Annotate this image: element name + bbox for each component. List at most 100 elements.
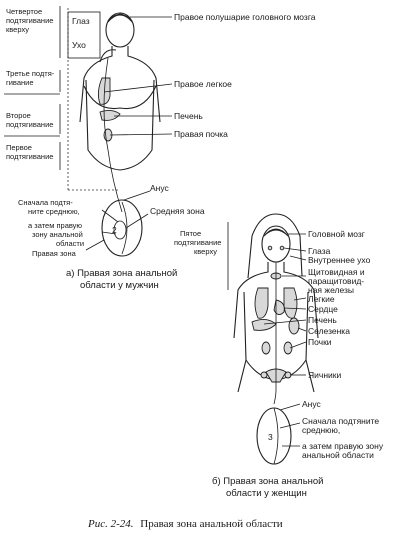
f-label-thyroid-3: ная железы — [308, 285, 354, 295]
f-leader-ear — [289, 255, 307, 261]
female-spleen — [288, 317, 300, 335]
f-leader-kidneys — [289, 341, 307, 349]
male-energy-path — [103, 57, 123, 213]
female-kidney-r — [283, 341, 293, 355]
label-second-1: Второе — [6, 111, 31, 120]
f-leader-spleen — [297, 327, 307, 332]
male-brain — [107, 13, 133, 23]
f-label-anus: Анус — [302, 399, 322, 409]
leader-first — [101, 209, 119, 223]
label-ear: Ухо — [72, 40, 86, 50]
anal-then-3: области — [56, 239, 84, 248]
male-zone-divider — [121, 201, 128, 255]
label-kidney: Правая почка — [174, 129, 228, 139]
male-torso — [85, 79, 155, 171]
female-caption-1: б) Правая зона анальной — [212, 476, 324, 487]
label-first-2: подтягивание — [6, 152, 53, 161]
male-caption-1: а) Правая зона анальной — [66, 268, 177, 279]
female-energy-path — [273, 262, 277, 405]
label-middle-zone: Средняя зона — [150, 206, 205, 216]
label-first-1: Первое — [6, 143, 32, 152]
female-shoulders — [233, 262, 319, 339]
anal-right-zone: Правая зона — [32, 249, 77, 258]
f-leader-heart — [283, 307, 307, 310]
label-fourth-3: кверху — [6, 25, 29, 34]
female-lung-l — [254, 287, 269, 319]
anal-first-1: Сначала подтя- — [18, 198, 73, 207]
male-anal-region — [101, 199, 143, 257]
f-label-spleen: Селезенка — [308, 326, 350, 336]
f-label-eyes: Глаза — [308, 246, 331, 256]
f-label-liver: Печень — [308, 315, 337, 325]
f-leader-first — [279, 422, 301, 429]
f-leader-liver — [263, 319, 307, 325]
svg-text:Рис. 2-24. Правая зона а: Рис. 2-24. Правая зона анальной области — [87, 518, 283, 530]
f-label-ovaries: Яичники — [308, 370, 341, 380]
male-middle-zone — [113, 220, 127, 240]
male-hand — [99, 49, 117, 63]
female-zone-number: 3 — [268, 432, 273, 442]
female-eye-r — [279, 245, 285, 251]
anal-then-2: зону анальной — [32, 230, 83, 239]
male-head — [105, 12, 135, 48]
male-zone-number: 2 — [112, 225, 117, 235]
f-label-inner-ear: Внутреннее ухо — [308, 255, 371, 265]
female-hips — [237, 359, 315, 393]
female-lung-r — [283, 287, 298, 319]
female-heart — [273, 299, 285, 315]
leader-then — [101, 231, 117, 235]
label-third-1: Третье подтя- — [6, 69, 55, 78]
male-arms — [83, 85, 157, 110]
female-anal-region — [256, 407, 292, 465]
label-fourth-1: Четвертое — [6, 7, 42, 16]
f-anal-then-1: а затем правую зону — [302, 441, 384, 451]
f-anal-first-1: Сначала подтяните — [302, 416, 379, 426]
leader-lung — [103, 83, 173, 93]
male-caption-2: области у мужчин — [80, 280, 159, 291]
figure-caption-text: Правая зона анальной области — [140, 518, 283, 530]
label-brain: Правое полушарие головного мозга — [174, 12, 316, 22]
label-lung: Правое легкое — [174, 79, 232, 89]
label-fifth-1: Пятое — [180, 229, 201, 238]
female-brain — [263, 228, 289, 237]
female-figure: 3 Пятое подтягивание кверху Головной моз… — [174, 213, 384, 499]
leader-kidney — [109, 133, 173, 136]
female-head — [261, 225, 291, 263]
figure-caption: Рис. 2-24. Правая зона анальной области — [87, 518, 283, 530]
male-shoulders — [79, 46, 161, 123]
f-label-lungs: Легкие — [308, 294, 335, 304]
male-figure: 2 Четвертое подтягивание кверху Третье п… — [4, 6, 316, 291]
leader-anus — [123, 190, 151, 201]
female-zone-divider — [273, 407, 279, 465]
f-leader-eyes — [283, 247, 307, 252]
f-anal-first-2: среднюю, — [302, 425, 340, 435]
label-anus: Анус — [150, 183, 170, 193]
label-fifth-2: подтягивание — [174, 238, 221, 247]
f-label-thyroid-2: паращитовид- — [308, 276, 364, 286]
figure-caption-prefix: Рис. 2-24. — [87, 518, 134, 530]
female-hair — [247, 213, 303, 279]
f-anal-then-2: анальной области — [302, 450, 374, 460]
male-liver — [99, 109, 121, 121]
female-eye-l — [267, 245, 273, 251]
f-label-heart: Сердце — [308, 304, 338, 314]
label-second-2: подтягивание — [6, 120, 53, 129]
leader-middle — [125, 213, 149, 229]
female-ovary-l — [260, 371, 268, 379]
anal-then-1: а затем правую — [28, 221, 82, 230]
f-leader-anus — [279, 403, 301, 411]
female-caption-2: области у женщин — [226, 488, 307, 499]
male-head-box — [67, 11, 101, 59]
label-fourth-2: подтягивание — [6, 16, 53, 25]
label-liver: Печень — [174, 111, 203, 121]
anal-first-2: ните среднюю, — [28, 207, 80, 216]
label-third-2: гивание — [6, 78, 34, 87]
f-label-kidneys: Почки — [308, 337, 332, 347]
female-kidney-l — [261, 341, 271, 355]
female-liver — [251, 319, 277, 331]
f-label-brain: Головной мозг — [308, 229, 365, 239]
leader-right-zone — [85, 239, 105, 251]
label-fifth-3: кверху — [194, 247, 217, 256]
